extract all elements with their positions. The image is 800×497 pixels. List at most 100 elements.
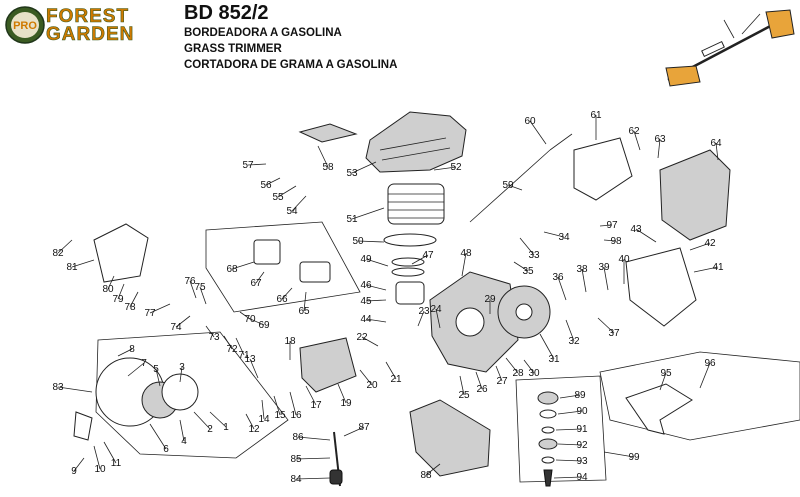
callout-76: 76: [184, 276, 196, 287]
callout-leader-30: [523, 359, 535, 374]
callout-leader-35: [513, 261, 529, 272]
callout-94: 94: [576, 472, 588, 483]
callout-leader-83: [57, 386, 93, 393]
callout-leader-85: [295, 457, 331, 460]
callout-16: 16: [290, 410, 302, 421]
callout-leader-86: [297, 436, 331, 441]
callout-leader-41: [693, 266, 719, 273]
callout-21: 21: [390, 374, 402, 385]
callout-91: 91: [576, 424, 588, 435]
callout-leader-20: [359, 369, 373, 386]
callout-29: 29: [484, 294, 496, 305]
callout-62: 62: [628, 126, 640, 137]
callout-65: 65: [298, 306, 310, 317]
callout-leader-65: [303, 291, 307, 312]
callout-leader-27: [495, 365, 503, 382]
callout-leader-58: [317, 145, 329, 168]
callout-leader-88: [425, 463, 441, 476]
callout-9: 9: [71, 466, 77, 477]
callout-23: 23: [418, 306, 430, 317]
callout-45: 45: [360, 296, 372, 307]
callout-leader-70: [239, 311, 251, 320]
carburetor: [299, 337, 357, 393]
fuel-tank: [409, 399, 491, 477]
callout-58: 58: [322, 162, 334, 173]
callout-leader-26: [475, 371, 483, 390]
callout-leader-98: [603, 239, 617, 242]
callout-50: 50: [352, 236, 364, 247]
callout-7: 7: [141, 358, 147, 369]
callout-leader-6: [149, 423, 167, 450]
callout-leader-79: [117, 283, 125, 300]
callout-6: 6: [163, 444, 169, 455]
callout-leader-46: [365, 284, 387, 291]
callout-60: 60: [524, 116, 536, 127]
callout-leader-72: [223, 335, 233, 350]
callout-43: 43: [630, 224, 642, 235]
callout-33: 33: [528, 250, 540, 261]
callout-37: 37: [608, 328, 620, 339]
callout-leader-52: [433, 166, 457, 171]
callout-80: 80: [102, 284, 114, 295]
callout-leader-67: [255, 271, 265, 284]
callout-52: 52: [450, 162, 462, 173]
callout-61: 61: [590, 110, 602, 121]
callout-27: 27: [496, 376, 508, 387]
callout-25: 25: [458, 390, 470, 401]
callout-leader-1: [209, 411, 227, 428]
callout-leader-74: [175, 315, 191, 328]
callout-leader-57: [247, 163, 267, 166]
callout-30: 30: [528, 368, 540, 379]
brand-logo: PRO: [5, 6, 45, 44]
callout-38: 38: [576, 264, 588, 275]
callout-leader-39: [603, 266, 609, 291]
callout-leader-47: [411, 254, 429, 265]
gear-head: [625, 383, 693, 435]
callout-44: 44: [360, 314, 372, 325]
callout-34: 34: [558, 232, 570, 243]
logo-badge-text: PRO: [13, 20, 37, 32]
callout-46: 46: [360, 280, 372, 291]
callout-leader-9: [73, 457, 85, 472]
callout-86: 86: [292, 432, 304, 443]
callout-leader-62: [633, 130, 641, 151]
callout-leader-75: [199, 286, 207, 305]
callout-leader-55: [277, 185, 297, 198]
callout-leader-68: [231, 261, 255, 270]
callout-70: 70: [244, 314, 256, 325]
callout-leader-8: [117, 348, 133, 357]
callout-64: 64: [710, 138, 722, 149]
callout-40: 40: [618, 254, 630, 265]
callout-35: 35: [522, 266, 534, 277]
callout-leader-44: [365, 318, 387, 323]
callout-leader-23: [417, 310, 425, 327]
callout-leader-78: [129, 291, 139, 308]
callout-leader-64: [715, 142, 719, 161]
callout-leader-13: [249, 358, 259, 379]
callout-90: 90: [576, 406, 588, 417]
callout-leader-92: [557, 443, 583, 446]
callout-leader-82: [57, 239, 73, 254]
callout-79: 79: [112, 294, 124, 305]
callout-leader-96: [699, 362, 711, 389]
callout-leader-5: [155, 368, 161, 387]
callout-47: 47: [422, 250, 434, 261]
callout-63: 63: [654, 134, 666, 145]
callout-17: 17: [310, 400, 322, 411]
brand-name-line1: FOREST: [46, 6, 130, 28]
callout-leader-94: [553, 476, 583, 479]
subtitle-line-1: BORDEADORA A GASOLINA: [184, 27, 342, 39]
callout-leader-54: [291, 195, 307, 212]
gasket: [383, 233, 437, 247]
callout-41: 41: [712, 262, 724, 273]
callout-leader-76: [189, 280, 197, 299]
callout-18: 18: [284, 336, 296, 347]
callout-36: 36: [552, 272, 564, 283]
callout-72: 72: [226, 344, 238, 355]
callout-leader-90: [557, 410, 583, 415]
callout-77: 77: [144, 308, 156, 319]
callout-3: 3: [179, 362, 185, 373]
callout-leader-12: [245, 413, 255, 430]
